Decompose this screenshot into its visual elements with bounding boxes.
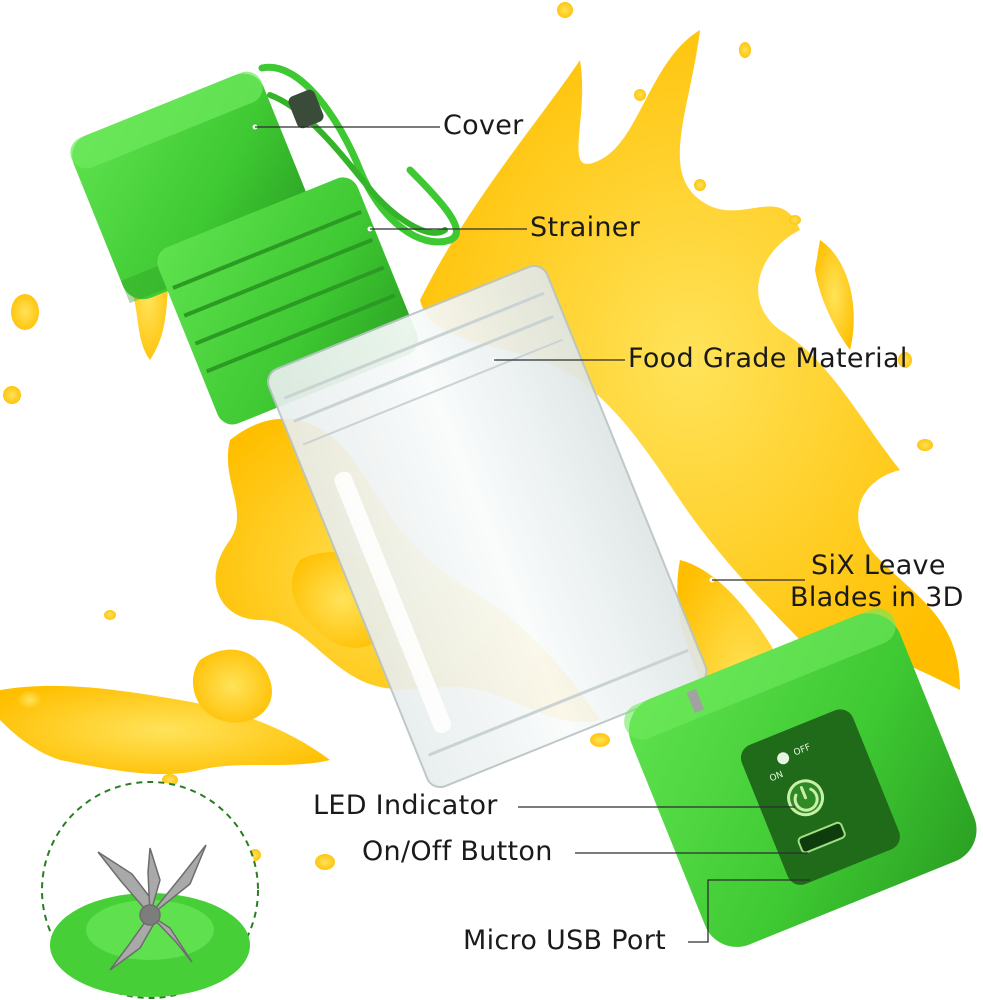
usb-label: Micro USB Port	[463, 925, 666, 956]
strainer-label: Strainer	[530, 212, 641, 243]
glass-bottle	[267, 264, 708, 789]
button-label: On/Off Button	[362, 836, 553, 867]
cover-label: Cover	[443, 110, 524, 141]
blade-icon	[97, 844, 207, 971]
food-grade-label: Food Grade Material	[628, 343, 908, 374]
usb-port-icon	[797, 821, 846, 854]
blades-label-line1: SiX Leave	[811, 550, 946, 581]
blades-label-line2: Blades in 3D	[790, 582, 964, 613]
blender-base: ON OFF	[624, 608, 977, 947]
callout-lines	[252, 124, 810, 943]
led-label: LED Indicator	[313, 790, 498, 821]
blade-inset	[41, 781, 259, 999]
led-indicator	[777, 752, 790, 765]
panel-on-text: ON	[768, 770, 785, 784]
